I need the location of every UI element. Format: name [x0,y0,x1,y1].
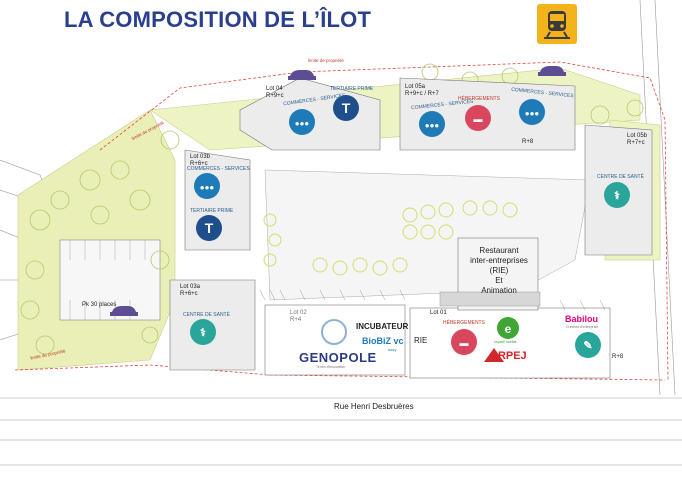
lot02-levels: R+4 [290,317,302,323]
plaza-trees [263,200,518,276]
lot05-mid-levels: R+8 [522,139,534,145]
hebergement-icon-lot01 [451,329,477,355]
hebergement-icon-lot05a [465,105,491,131]
babilou-sub: Crèches d'entreprise [566,325,599,329]
commerces-icon-lot05a-1 [419,111,445,137]
tertiaire-label-lot04: TERTIAIRE PRIME [330,86,374,92]
restaurant-label: Restaurant inter-entreprises (RIE) Et An… [460,246,538,296]
animation-band [439,291,541,307]
lot01-name: Lot 01 [430,310,447,316]
espacil-logo [497,317,519,339]
tertiaire-icon-lot03b [196,215,222,241]
icon-glyphs: T T ⚕ ⚕ ✎ e ●●● ●●● ●●● ●●● ▬ ▬ [200,100,620,352]
svg-text:●●●: ●●● [525,109,540,118]
boundary-label-north: limite de propriété [308,58,344,63]
svg-text:●●●: ●●● [200,183,215,192]
restaurant-line4: Et [495,276,503,285]
svg-text:⚕: ⚕ [200,327,206,339]
commerces-icon-lot04 [289,109,315,135]
commerces-icon-lot03b [194,173,220,199]
train-icon [537,4,577,44]
restaurant-line5: Animation [481,286,517,295]
building-lot02 [264,304,406,376]
biobiz-logo: BioBiZ vc [362,336,404,346]
lot05b-name: Lot 05b [627,133,648,139]
sante-icon-lot03a [190,319,216,345]
tertiaire-icon-lot04 [333,95,359,121]
street-label: Rue Henri Desbruères [334,402,414,411]
arpej-label: ARPEJ [490,350,527,362]
lot04-name: Lot 04 [266,86,283,92]
lot03b-levels: R+6+c [190,161,208,167]
lot03a-name: Lot 03a [180,284,201,290]
sante-icon-lot01 [575,332,601,358]
svg-text:▬: ▬ [460,338,469,348]
genopole-sub: Terres d'innovation [316,365,346,369]
restaurant-line3: (RIE) [489,266,509,275]
lot05a-name: Lot 05a [405,84,426,90]
lot03b-name: Lot 03b [190,154,211,160]
page-title: LA COMPOSITION DE L’ÎLOT [64,7,372,32]
sante-icon-lot05b [604,182,630,208]
program-icons [190,95,630,358]
rie-label: RIE [414,336,428,345]
svg-text:e: e [505,322,512,336]
biobiz-sub: easy [388,347,397,352]
tertiaire-label-lot03b: TERTIAIRE PRIME [190,208,234,214]
property-boundary [99,61,669,381]
arpej-logo [484,348,504,362]
incubateur-label: INCUBATEUR [356,322,409,331]
hebergements-label-lot05a: HÉBERGEMENTS [458,96,500,102]
hebergements-label-lot01: HÉBERGEMENTS [443,320,485,326]
restaurant-line2: inter-entreprises [470,256,528,265]
lot04-levels: R+9+c [266,93,284,99]
hatch-strips [259,289,606,311]
road-lines [0,0,682,466]
parking-area [59,239,161,321]
svg-text:T: T [205,220,214,236]
sante-label-lot05b: CENTRE DE SANTÉ [597,174,644,180]
svg-text:⚕: ⚕ [614,190,620,202]
lot01-levels: R+8 [612,354,624,360]
commerces-label-lot03b: COMMERCES - SERVICES [187,166,250,172]
genopole-label: GENOPOLE [299,350,377,365]
svg-text:●●●: ●●● [295,119,310,128]
parking-stalls [69,240,146,320]
central-plaza [264,169,591,301]
commerces-icon-lot05a-2 [519,99,545,125]
espacil-label: espacil habitat [494,340,517,344]
svg-text:●●●: ●●● [425,121,440,130]
genopole-logo [321,319,347,345]
babilou-logo: Babilou [565,314,598,324]
lot02-name: Lot 02 [290,310,307,316]
lot05b-levels: R+7+c [627,140,645,146]
svg-text:T: T [342,100,351,116]
lot03a-levels: R+6+c [180,291,198,297]
sante-label-lot03a: CENTRE DE SANTÉ [183,312,230,318]
car-icons [110,66,566,316]
lot05a-levels: R+9+c / R+7 [405,91,439,97]
svg-text:▬: ▬ [474,114,483,124]
parking-label: Pk 30 places [82,302,117,308]
restaurant-line1: Restaurant [479,246,519,255]
svg-text:✎: ✎ [583,340,592,352]
